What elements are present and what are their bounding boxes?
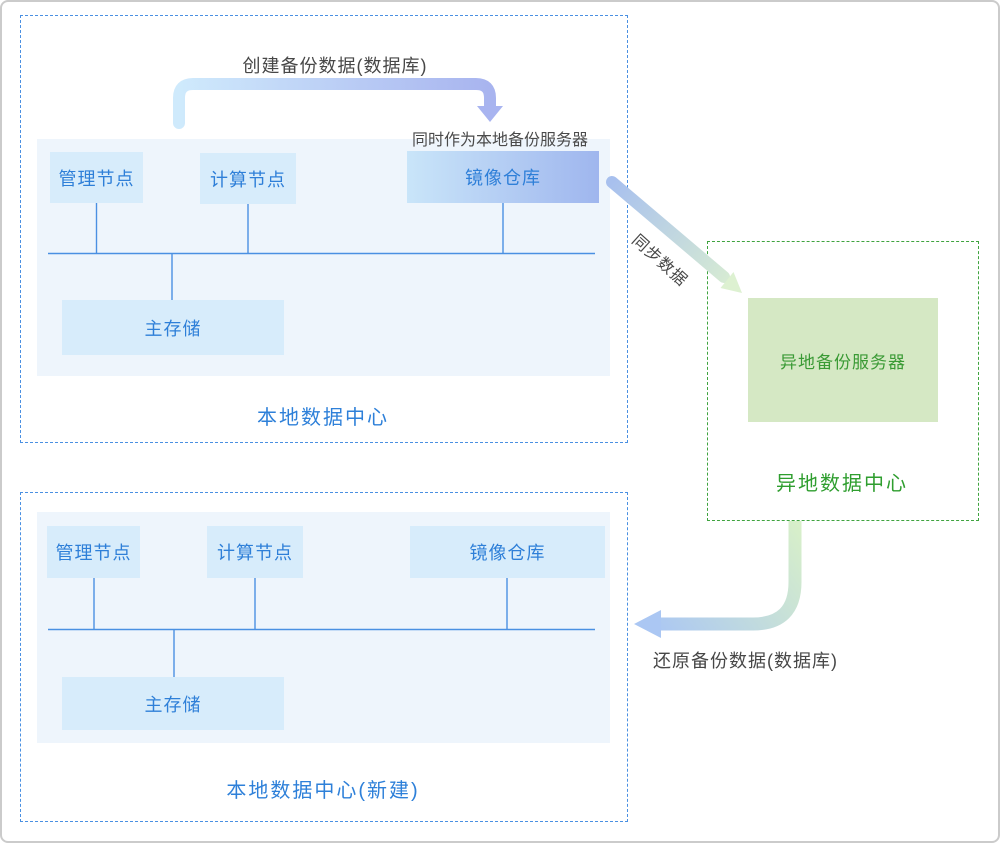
- node-compute-bottom: 计算节点: [207, 526, 303, 578]
- remote-backup-server: 异地备份服务器: [748, 298, 938, 422]
- node-compute-bottom-label: 计算节点: [217, 543, 293, 563]
- remote-backup-server-label: 异地备份服务器: [780, 352, 906, 372]
- restore-arrowhead: [634, 610, 661, 638]
- local-dc-bottom-title: 本地数据中心(新建): [226, 780, 420, 802]
- local-dc-top-title: 本地数据中心: [257, 407, 389, 429]
- create-backup-label: 创建备份数据(数据库): [242, 56, 428, 76]
- node-storage-top-label: 主存储: [144, 318, 202, 339]
- restore-arrow-shaft: [660, 521, 802, 631]
- node-compute-top-label: 计算节点: [210, 169, 286, 190]
- node-registry-bottom-label: 镜像仓库: [469, 543, 546, 563]
- local-dc-bottom-frame: [20, 492, 628, 822]
- node-mgmt-bottom-label: 管理节点: [55, 543, 132, 563]
- registry-note: 同时作为本地备份服务器: [411, 132, 588, 149]
- node-storage-bottom-label: 主存储: [144, 694, 202, 715]
- node-registry-top-label: 镜像仓库: [465, 168, 541, 188]
- restore-arrow: [634, 521, 802, 638]
- node-storage-top: 主存储: [62, 300, 284, 355]
- remote-dc-title: 异地数据中心: [776, 473, 908, 495]
- node-compute-top: 计算节点: [200, 153, 296, 204]
- node-mgmt-top-label: 管理节点: [58, 168, 135, 189]
- remote-dc-frame: [707, 241, 979, 521]
- node-registry-top: 镜像仓库: [407, 151, 599, 203]
- restore-backup-label: 还原备份数据(数据库): [653, 651, 838, 671]
- node-mgmt-bottom: 管理节点: [47, 526, 140, 578]
- node-registry-bottom: 镜像仓库: [410, 526, 605, 578]
- node-mgmt-top: 管理节点: [50, 152, 143, 203]
- node-storage-bottom: 主存储: [62, 677, 284, 730]
- sync-label: 同步数据: [628, 231, 691, 290]
